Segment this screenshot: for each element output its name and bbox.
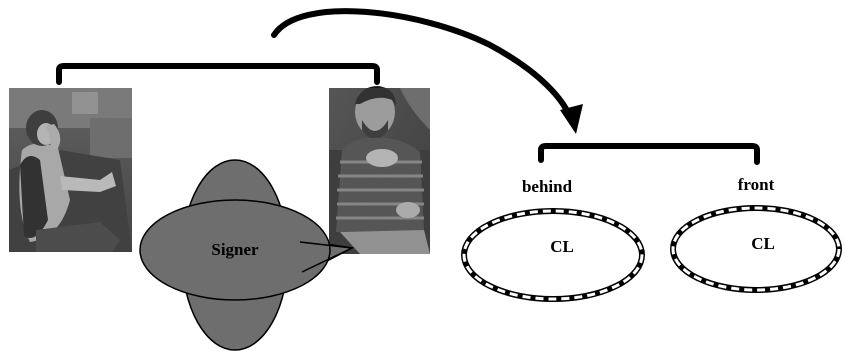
- photo-man: [329, 86, 430, 254]
- front-slot-label: CL: [751, 234, 775, 253]
- slots-bracket: [538, 143, 760, 165]
- behind-label: behind: [522, 177, 573, 196]
- signer-callout: Signer: [139, 159, 355, 351]
- signer-label: Signer: [211, 240, 259, 259]
- curved-arrow: [271, 8, 583, 134]
- photos-bracket: [56, 63, 380, 85]
- photo-woman: [9, 88, 132, 252]
- slot-behind: behind CL: [461, 177, 645, 302]
- slot-front: front CL: [670, 175, 842, 293]
- front-label: front: [738, 175, 775, 194]
- behind-slot-label: CL: [550, 237, 574, 256]
